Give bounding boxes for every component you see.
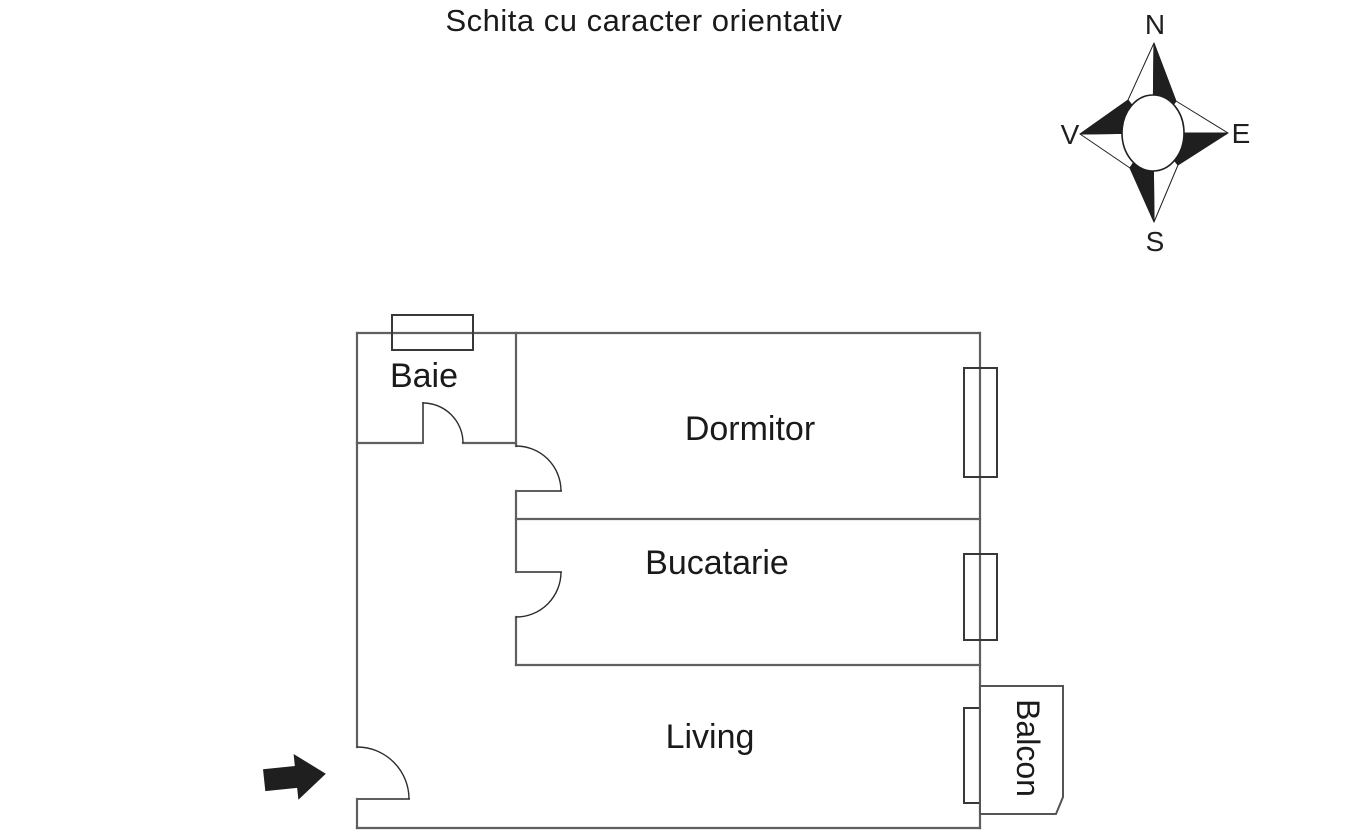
kitchen-door-swing-arc	[515, 571, 562, 618]
balcony-outline	[979, 685, 1064, 815]
compass-north-label: N	[1145, 9, 1165, 40]
bedroom-label: Dormitor	[685, 410, 815, 448]
bedroom-door	[515, 445, 562, 492]
living-label: Living	[666, 718, 755, 756]
bedroom-window	[963, 367, 998, 478]
bathroom-label: Baie	[390, 357, 458, 395]
compass-rose: N E S V	[1061, 9, 1251, 257]
entrance-door	[356, 746, 410, 800]
entrance-door-swing-arc	[356, 746, 410, 800]
bathroom-window	[391, 314, 474, 351]
balcony: Balcon	[979, 685, 1064, 815]
compass-south-label: S	[1146, 226, 1165, 257]
bedroom-door-swing-arc	[515, 445, 562, 492]
kitchen-window	[963, 553, 998, 641]
compass-hub	[1121, 94, 1185, 172]
bathroom-door	[422, 402, 464, 444]
kitchen-door	[515, 571, 562, 618]
kitchen-label: Bucatarie	[645, 544, 789, 582]
walls	[355, 331, 982, 830]
compass-west-label: V	[1061, 119, 1080, 150]
entrance-arrow-icon	[263, 754, 326, 800]
balcony-label: Balcon	[1010, 699, 1046, 797]
compass-east-label: E	[1232, 118, 1251, 149]
page-title: Schita cu caracter orientativ	[445, 3, 843, 38]
bathroom-door-swing-arc	[422, 402, 464, 444]
